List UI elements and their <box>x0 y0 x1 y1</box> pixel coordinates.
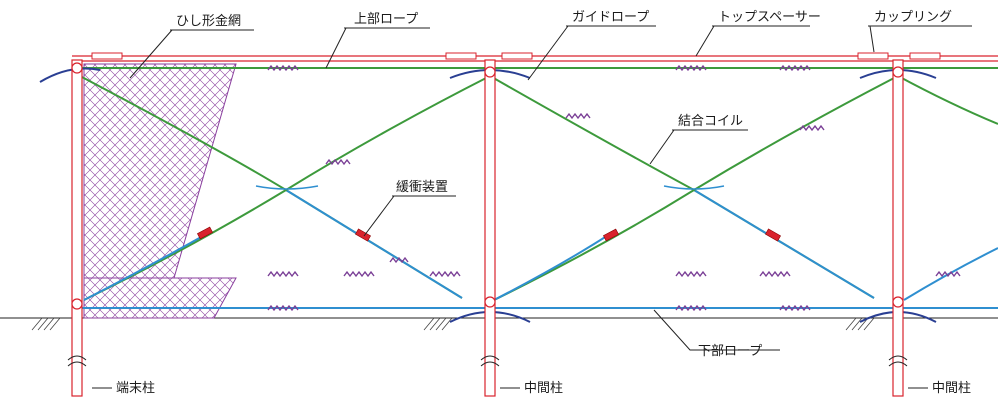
shock-absorber <box>765 228 781 242</box>
shock-absorber <box>355 228 371 242</box>
cross-ropes-bay-2 <box>489 75 899 301</box>
label-end-post: 端末柱 <box>116 381 155 396</box>
cross-ropes-bay-1 <box>79 75 491 301</box>
label-diamond-mesh: ひし形金網 <box>176 13 241 29</box>
label-intermediate-post-1: 中間柱 <box>524 381 563 396</box>
diamond-mesh <box>83 63 237 319</box>
label-top-spacer: トップスペーサー <box>718 10 821 25</box>
shock-absorber <box>603 228 619 242</box>
coupling <box>501 52 533 60</box>
label-intermediate-post-2: 中間柱 <box>932 381 971 396</box>
label-coupling-coil: 結合コイル <box>678 114 743 129</box>
coupling <box>909 52 941 60</box>
intermediate-post-2 <box>892 59 904 397</box>
label-lower-rope: 下部ロープ <box>698 344 762 359</box>
ground <box>0 317 998 331</box>
label-guide-rope: ガイドロープ <box>572 10 649 25</box>
label-coupling: カップリング <box>874 10 952 25</box>
coupling <box>857 52 889 60</box>
coupling <box>445 52 477 60</box>
cross-ropes-bay-3 <box>897 75 998 301</box>
post-break-marks <box>67 355 908 367</box>
coils <box>267 64 961 312</box>
label-shock-absorber: 緩衝装置 <box>396 180 448 195</box>
leader-lines <box>92 25 972 389</box>
shock-absorber <box>197 226 213 240</box>
coupling <box>91 52 123 60</box>
top-spacer <box>72 55 998 62</box>
shock-absorbers <box>197 226 781 242</box>
label-upper-rope: 上部ロープ <box>354 12 418 27</box>
coupling-set <box>91 52 941 60</box>
end-post <box>71 59 83 397</box>
intermediate-post-1 <box>484 59 496 397</box>
